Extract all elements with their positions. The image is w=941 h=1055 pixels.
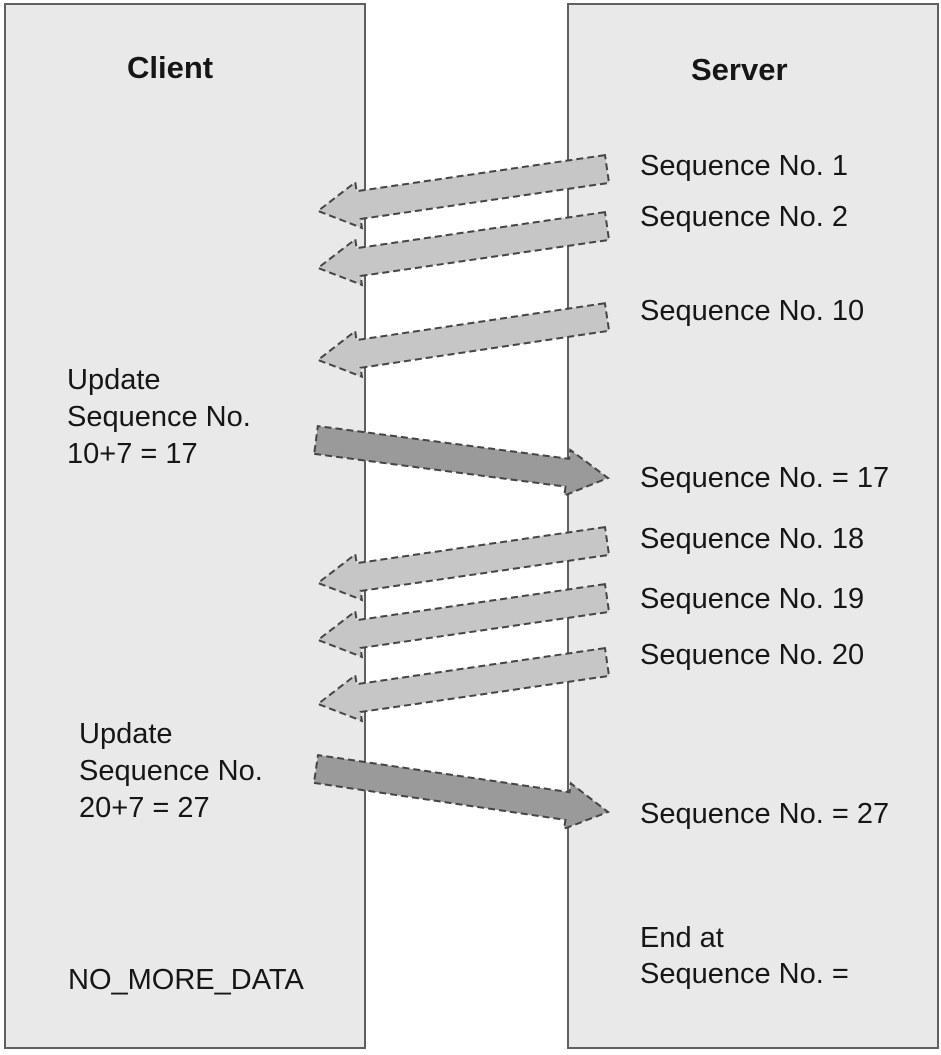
server-label-seq-20: Sequence No. 20 bbox=[640, 639, 865, 671]
server-label-seq-10: Sequence No. 10 bbox=[640, 295, 865, 327]
client-note-update-17: Update Sequence No. 10+7 = 17 bbox=[67, 364, 251, 470]
server-label-seq-19: Sequence No. 19 bbox=[640, 583, 865, 615]
server-label-seq-eq-17: Sequence No. = 17 bbox=[640, 462, 890, 494]
server-panel bbox=[567, 3, 939, 1049]
server-label-seq-18: Sequence No. 18 bbox=[640, 523, 865, 555]
server-label-seq-eq-27: Sequence No. = 27 bbox=[640, 798, 890, 830]
client-status-no-more-data: NO_MORE_DATA bbox=[68, 964, 304, 996]
server-title: Server bbox=[691, 52, 788, 87]
server-end-note: End at Sequence No. = bbox=[640, 922, 849, 990]
client-note-update-27: Update Sequence No. 20+7 = 27 bbox=[79, 718, 263, 824]
server-label-seq-2: Sequence No. 2 bbox=[640, 201, 848, 233]
client-title: Client bbox=[127, 50, 214, 85]
client-panel bbox=[4, 3, 366, 1049]
server-label-seq-1: Sequence No. 1 bbox=[640, 150, 848, 182]
